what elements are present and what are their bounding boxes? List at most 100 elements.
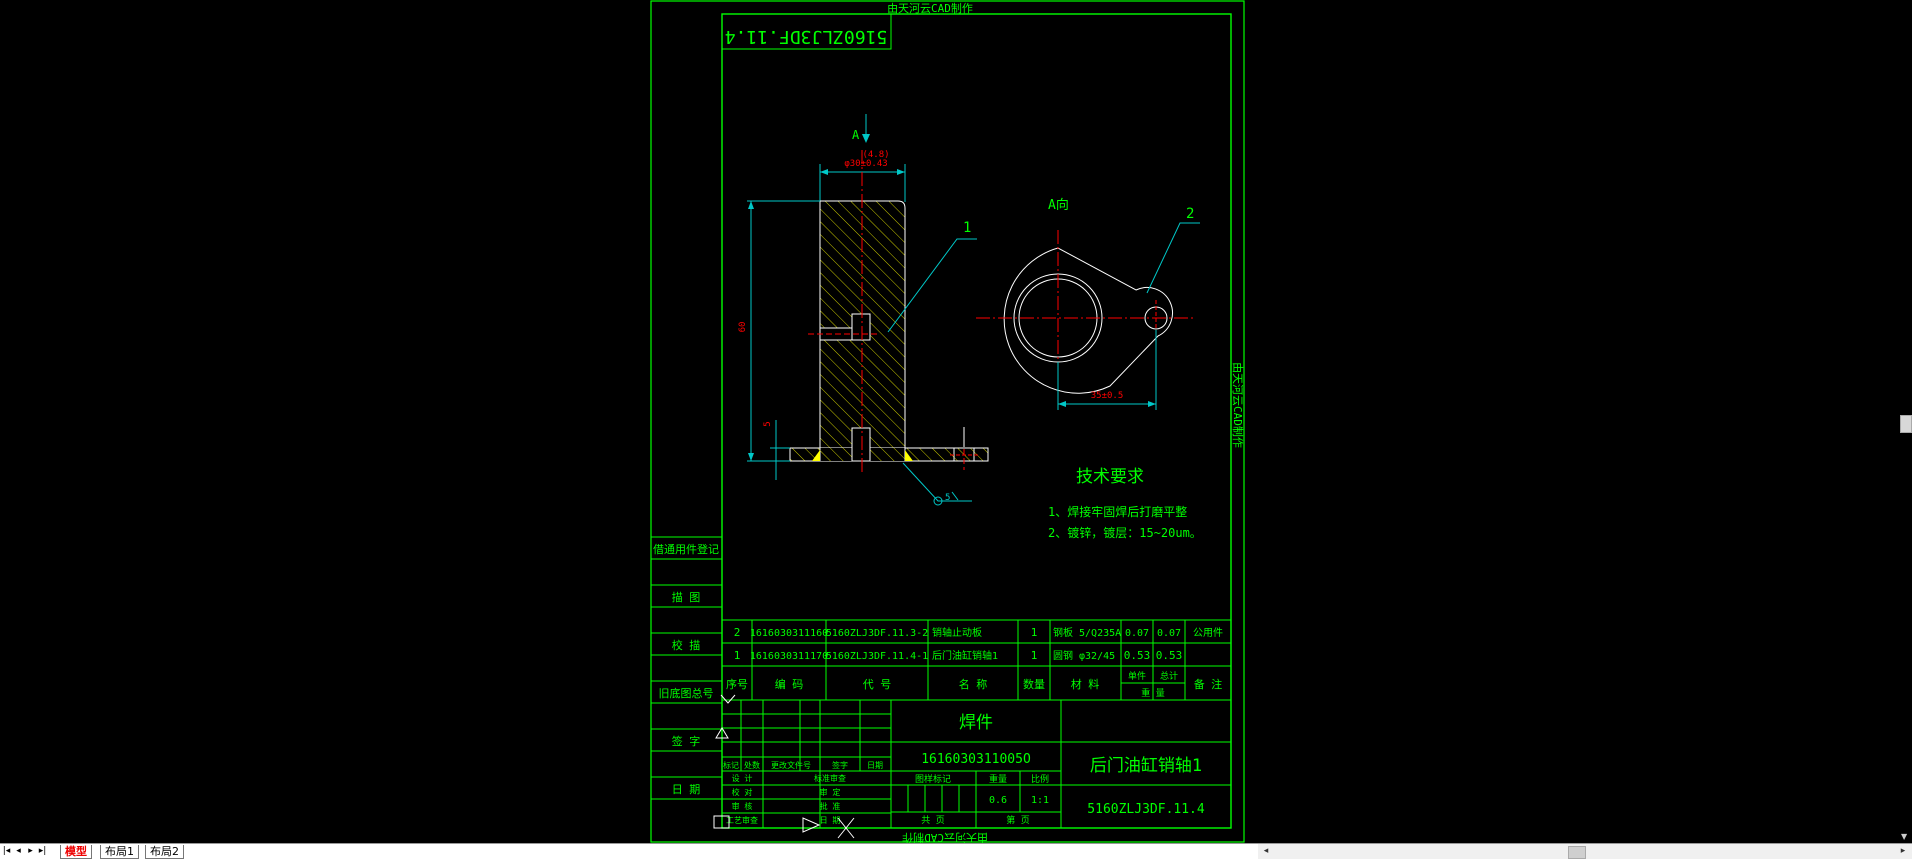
balloon-1-leader bbox=[887, 238, 977, 333]
rev-header-sign: 签字 bbox=[832, 760, 848, 770]
sign-standard: 标准审查 bbox=[814, 773, 846, 783]
bom-header-no: 序号 bbox=[726, 677, 748, 691]
part-name: 后门油缸销轴1 bbox=[1090, 755, 1202, 776]
tab-layout2[interactable]: 布局2 bbox=[145, 845, 184, 859]
bom-header-name: 名 称 bbox=[959, 677, 988, 691]
bom-grid bbox=[722, 619, 1231, 701]
sign-approve: 审 定 bbox=[820, 787, 841, 797]
left-label-check-trace: 校 描 bbox=[672, 638, 701, 652]
top-watermark: 由天河云CAD制作 bbox=[887, 1, 973, 15]
scale-value: 1:1 bbox=[1031, 795, 1049, 806]
bom-row-2-code: 1616030311160 bbox=[750, 628, 828, 639]
bom-header-unit: 单件 bbox=[1128, 670, 1146, 682]
bom-row-1-no: 1 bbox=[734, 649, 741, 662]
weight-label: 重量 bbox=[989, 773, 1007, 785]
bom-row-1-total-wt: 0.53 bbox=[1156, 649, 1183, 662]
sign-review: 审 核 bbox=[732, 801, 753, 811]
bom-row-2-remark: 公用件 bbox=[1193, 627, 1223, 639]
tech-title: 技术要求 bbox=[1076, 467, 1144, 487]
bom-header-material: 材 料 bbox=[1071, 677, 1100, 691]
tech-note-1: 1、焊接牢固焊后打磨平整 bbox=[1048, 504, 1187, 519]
section-view[interactable]: A (4.8) φ30±0.43 bbox=[738, 114, 989, 506]
rev-header-date: 日期 bbox=[867, 761, 883, 770]
bom-header-code: 编 码 bbox=[775, 677, 804, 691]
scroll-down-icon[interactable]: ▼ bbox=[1901, 832, 1908, 841]
layout-tab-bar: |◂ ◂ ▸ ▸| 模型 布局1 布局2 bbox=[0, 843, 1258, 859]
horizontal-scrollbar[interactable]: ◂ ▸ bbox=[1258, 843, 1912, 859]
rev-header-mark: 标记 bbox=[723, 760, 739, 770]
view-a-title: A向 bbox=[1048, 197, 1069, 213]
diameter-dimension: φ30±0.43 bbox=[844, 159, 887, 169]
scale-label: 比例 bbox=[1031, 773, 1049, 785]
next-tab-icon[interactable]: ▸ bbox=[28, 846, 33, 856]
weight-value: 0.6 bbox=[989, 795, 1007, 806]
balloon-2-leader bbox=[1146, 222, 1200, 294]
sheet-number: 第 页 bbox=[1006, 814, 1029, 826]
bom-row-2-material: 钢板 5/Q235A bbox=[1053, 626, 1121, 639]
tab-layout1[interactable]: 布局1 bbox=[100, 845, 139, 859]
sign-process: 工艺审查 bbox=[726, 815, 758, 825]
rev-header-file: 更改文件号 bbox=[771, 760, 811, 770]
bom-header-weight: 重 量 bbox=[1141, 687, 1164, 699]
vertical-scrollbar[interactable]: ▼ bbox=[1898, 0, 1912, 843]
bom-row-2-total-wt: 0.07 bbox=[1157, 628, 1181, 639]
bom-row-2-name: 销轴止动板 bbox=[932, 626, 982, 639]
right-watermark: 由天河云CAD制作 bbox=[1231, 362, 1245, 448]
weld-symbol-leader bbox=[902, 462, 972, 502]
small-dimension: 5 bbox=[763, 421, 773, 426]
bom-row-2-no: 2 bbox=[734, 626, 741, 639]
bom-header-drawing: 代 号 bbox=[863, 678, 892, 691]
bom-row-2-qty: 1 bbox=[1031, 626, 1038, 639]
bom-row-2-unit-wt: 0.07 bbox=[1125, 628, 1149, 639]
weld-symbol: 5 bbox=[945, 493, 950, 503]
drawing-code-box bbox=[721, 13, 892, 50]
bom-row-1-material: 圆钢 φ32/45 bbox=[1053, 649, 1115, 662]
ucs-icon bbox=[713, 694, 855, 839]
sign-ratify: 批 准 bbox=[820, 801, 841, 811]
stage-label: 图样标记 bbox=[915, 773, 951, 785]
horizontal-scroll-thumb[interactable] bbox=[1568, 846, 1586, 859]
sheets-total: 共 页 bbox=[921, 815, 944, 826]
bom-row-1-qty: 1 bbox=[1031, 649, 1038, 662]
view-a[interactable]: A向 35±0.5 2 bbox=[976, 197, 1200, 410]
drawing-number: 5160ZLJ3DF.11.4 bbox=[1087, 802, 1205, 817]
first-tab-icon[interactable]: |◂ bbox=[2, 846, 11, 856]
left-label-date: 日 期 bbox=[672, 783, 701, 796]
left-label-trace: 描 图 bbox=[672, 590, 701, 604]
sign-date: 日 期 bbox=[820, 816, 841, 825]
pitch-dimension: 35±0.5 bbox=[1091, 391, 1124, 401]
vertical-scroll-thumb[interactable] bbox=[1900, 415, 1912, 433]
sign-check: 校 对 bbox=[732, 787, 753, 797]
left-label-borrowed: 借通用件登记 bbox=[653, 542, 719, 556]
sign-design: 设 计 bbox=[732, 773, 753, 783]
height-dimension: 60 bbox=[738, 322, 748, 333]
bom-header-total: 总计 bbox=[1160, 670, 1178, 682]
tech-note-2: 2、镀锌，镀层：15~20um。 bbox=[1048, 526, 1202, 540]
sheet-outer-frame bbox=[650, 0, 1245, 843]
left-label-old-base: 旧底图总号 bbox=[659, 686, 714, 700]
part-code: 1616030311005O bbox=[921, 752, 1031, 767]
last-tab-icon[interactable]: ▸| bbox=[38, 846, 47, 856]
left-column bbox=[650, 536, 723, 800]
bom-header-remark: 备 注 bbox=[1194, 677, 1223, 691]
bom-row-1-drawing: 5160ZLJ3DF.11.4-1 bbox=[826, 651, 928, 662]
bom-header-qty: 数量 bbox=[1023, 678, 1045, 691]
bom-row-1-name: 后门油缸销轴1 bbox=[932, 649, 998, 662]
view-label-a: A bbox=[852, 128, 860, 142]
balloon-2: 2 bbox=[1186, 206, 1194, 222]
bottom-watermark: 由天河云CAD制作 bbox=[902, 831, 988, 843]
bom-row-2-drawing: 5160ZLJ3DF.11.3-2 bbox=[826, 628, 928, 639]
bom-row-1-code: 1616030311170 bbox=[750, 651, 828, 662]
tab-model[interactable]: 模型 bbox=[60, 845, 92, 859]
sheet-inner-frame bbox=[721, 13, 1232, 829]
diameter-dimension-top: (4.8) bbox=[862, 150, 889, 160]
left-label-sign: 签 字 bbox=[672, 734, 701, 748]
scroll-left-icon[interactable]: ◂ bbox=[1263, 846, 1269, 856]
rev-header-count: 处数 bbox=[744, 760, 760, 770]
drawing-code-mirrored: 5160ZLJ3DF.11.4 bbox=[725, 26, 888, 47]
title-block-grid bbox=[722, 700, 1231, 828]
prev-tab-icon[interactable]: ◂ bbox=[16, 846, 21, 856]
bom-row-1-unit-wt: 0.53 bbox=[1124, 649, 1151, 662]
scroll-right-icon[interactable]: ▸ bbox=[1900, 846, 1906, 856]
